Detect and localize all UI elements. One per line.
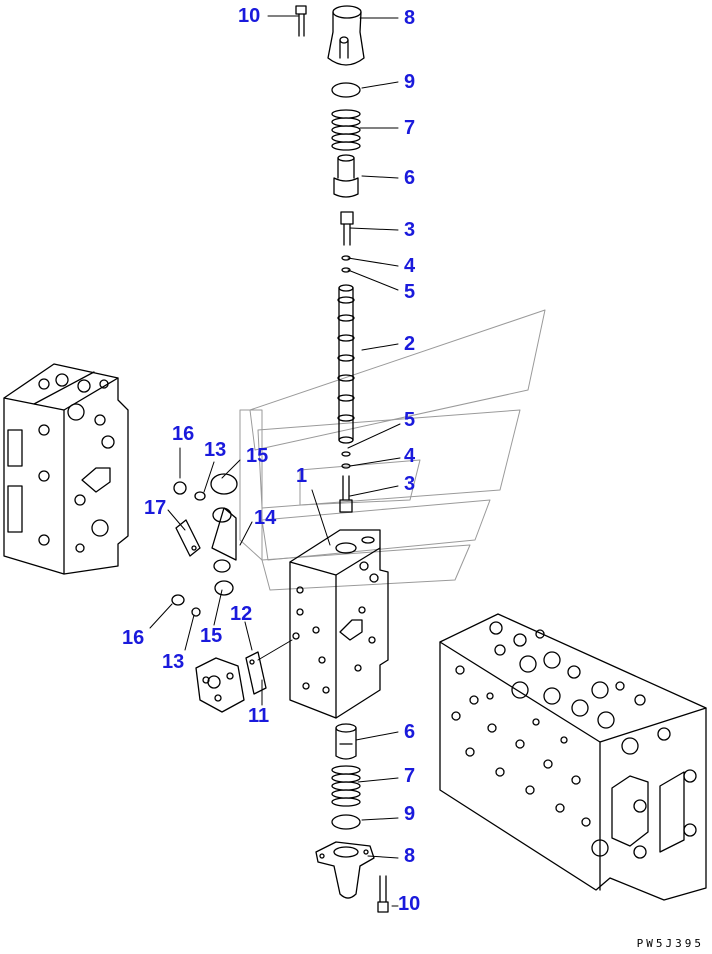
plug-3-top [340, 211, 354, 246]
callout-4-top: 4 [404, 255, 416, 277]
leader-lines [149, 15, 401, 907]
oring-15-top [210, 473, 238, 495]
callout-11: 11 [248, 705, 270, 727]
callout-8-top: 8 [404, 7, 416, 29]
spring-7-top [331, 109, 361, 151]
callout-10-bot: 10 [398, 893, 421, 915]
callout-7-bot: 7 [404, 765, 416, 787]
callout-5-mid: 5 [404, 409, 416, 431]
callout-6-bot: 6 [404, 721, 416, 743]
callout-15-top: 15 [246, 445, 269, 467]
valve-body-1 [289, 529, 389, 719]
callout-6-top: 6 [404, 167, 416, 189]
spring-7-bot [331, 765, 361, 807]
callout-17: 17 [144, 497, 167, 519]
bolt-10-top [295, 5, 307, 37]
valve-block-left [3, 363, 129, 575]
oring-5-top [341, 267, 351, 273]
oring-4-top [341, 255, 351, 261]
oring-13-top [194, 491, 206, 501]
callout-8-bot: 8 [404, 845, 416, 867]
callout-9-top: 9 [404, 71, 416, 93]
plate-14 [211, 507, 237, 561]
plug-3-mid [339, 475, 353, 513]
callout-5-top: 5 [404, 281, 416, 303]
seal-9-bot [331, 814, 361, 830]
cap-8-top [327, 5, 365, 66]
watermark-logo [239, 309, 546, 591]
callout-3-mid: 3 [404, 473, 416, 495]
callout-7-top: 7 [404, 117, 416, 139]
callout-4-mid: 4 [404, 445, 416, 467]
flange-11-12 [195, 651, 267, 713]
retainer-6-bot [335, 723, 357, 760]
callout-15-bot: 15 [200, 625, 223, 647]
oring-16-top [173, 481, 187, 495]
callout-3-top: 3 [404, 219, 416, 241]
callout-16-top: 16 [172, 423, 195, 445]
callout-10-top: 10 [238, 5, 261, 27]
drawing-code: PW5J395 [636, 937, 704, 950]
cap-8-bot [315, 841, 375, 899]
callout-12: 12 [230, 603, 253, 625]
retainer-6-top [333, 154, 359, 198]
oring-16-bot [171, 594, 185, 606]
oring-5-mid [341, 451, 351, 457]
callout-13-bot: 13 [162, 651, 185, 673]
oring-15-mid [212, 507, 232, 523]
spool-2 [337, 284, 355, 444]
oring-13-bot [191, 607, 201, 617]
oring-15-low [213, 559, 231, 573]
plug-17 [175, 519, 201, 557]
bolt-10-bot [377, 875, 389, 913]
callout-16-bot: 16 [122, 627, 145, 649]
valve-block-right [439, 613, 707, 901]
callout-13-top: 13 [204, 439, 227, 461]
oring-4-mid [341, 463, 351, 469]
callout-1: 1 [296, 465, 308, 487]
seal-9-top [331, 82, 361, 98]
callout-14: 14 [254, 507, 277, 529]
callout-9-bot: 9 [404, 803, 416, 825]
callout-2: 2 [404, 333, 416, 355]
oring-15-bot [214, 580, 234, 596]
